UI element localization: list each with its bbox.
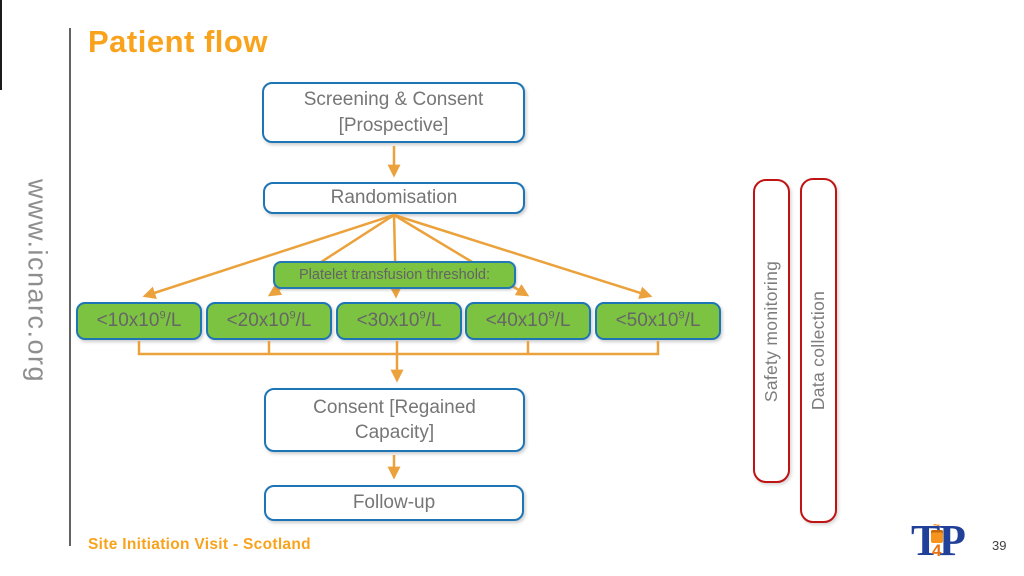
platelet-threshold-label-text: Platelet transfusion threshold: xyxy=(298,267,491,283)
threshold-40-text: <40x109/L xyxy=(486,308,571,333)
threshold-30-unit: /L xyxy=(425,310,442,332)
threshold-30-base: <30x10 xyxy=(356,310,420,332)
node-threshold-50: <50x109/L xyxy=(595,302,721,340)
node-randomisation-label: Randomisation xyxy=(330,187,458,209)
node-consent-line2: Capacity] xyxy=(354,422,435,443)
page-number: 39 xyxy=(992,538,1007,553)
threshold-10-base: <10x10 xyxy=(96,310,160,332)
platelet-threshold-label: Platelet transfusion threshold: xyxy=(273,261,516,289)
node-followup: Follow-up xyxy=(264,485,524,521)
threshold-20-text: <20x109/L xyxy=(227,308,312,333)
icnarc-t4p-logo: T ~ 4 P xyxy=(911,516,973,567)
collector-line-outer xyxy=(137,341,660,356)
logo-platelet-bag-icon xyxy=(931,530,943,543)
threshold-10-text: <10x109/L xyxy=(97,308,182,333)
node-consent-line1: Consent [Regained xyxy=(313,396,476,418)
logo-squiggle-icon: ~ xyxy=(933,518,941,532)
threshold-20-sup: 9 xyxy=(289,310,296,323)
threshold-40-base: <40x10 xyxy=(485,310,549,332)
threshold-10-unit: /L xyxy=(165,310,182,332)
website-url-vertical: www.icnarc.org xyxy=(22,178,53,384)
node-consent-regained: Consent [Regained Capacity] xyxy=(264,388,525,452)
footer-subtitle: Site Initiation Visit - Scotland xyxy=(88,536,311,553)
node-screening-consent: Screening & Consent [Prospective] xyxy=(262,82,525,143)
node-threshold-20: <20x109/L xyxy=(206,302,332,340)
pillar-data-collection: Data collection xyxy=(800,178,837,523)
threshold-40-sup: 9 xyxy=(548,310,555,323)
logo-digit-four: 4 xyxy=(932,541,942,560)
node-threshold-40: <40x109/L xyxy=(465,302,591,340)
node-randomisation: Randomisation xyxy=(263,182,525,214)
logo-letter-p: P xyxy=(939,516,966,565)
threshold-20-base: <20x10 xyxy=(226,310,290,332)
threshold-50-text: <50x109/L xyxy=(616,308,701,333)
threshold-50-unit: /L xyxy=(684,310,701,332)
threshold-30-text: <30x109/L xyxy=(357,308,442,333)
node-threshold-10: <10x109/L xyxy=(76,302,202,340)
threshold-20-unit: /L xyxy=(295,310,312,332)
pillar-safety-monitoring: Safety monitoring xyxy=(753,179,790,483)
node-screening-line2: [Prospective] xyxy=(338,114,449,136)
vertical-divider-line xyxy=(69,28,71,546)
node-followup-label: Follow-up xyxy=(352,492,436,514)
pillar-safety-monitoring-label: Safety monitoring xyxy=(761,260,781,402)
threshold-50-sup: 9 xyxy=(678,310,685,323)
node-threshold-30: <30x109/L xyxy=(336,302,462,340)
slide-title: Patient flow xyxy=(88,24,268,59)
node-screening-line1: Screening & Consent xyxy=(303,89,484,111)
threshold-30-sup: 9 xyxy=(419,310,426,323)
pillar-data-collection-label: Data collection xyxy=(808,290,829,411)
threshold-50-base: <50x10 xyxy=(615,310,679,332)
threshold-40-unit: /L xyxy=(554,310,571,332)
threshold-10-sup: 9 xyxy=(159,310,166,323)
left-edge-line xyxy=(0,0,2,90)
